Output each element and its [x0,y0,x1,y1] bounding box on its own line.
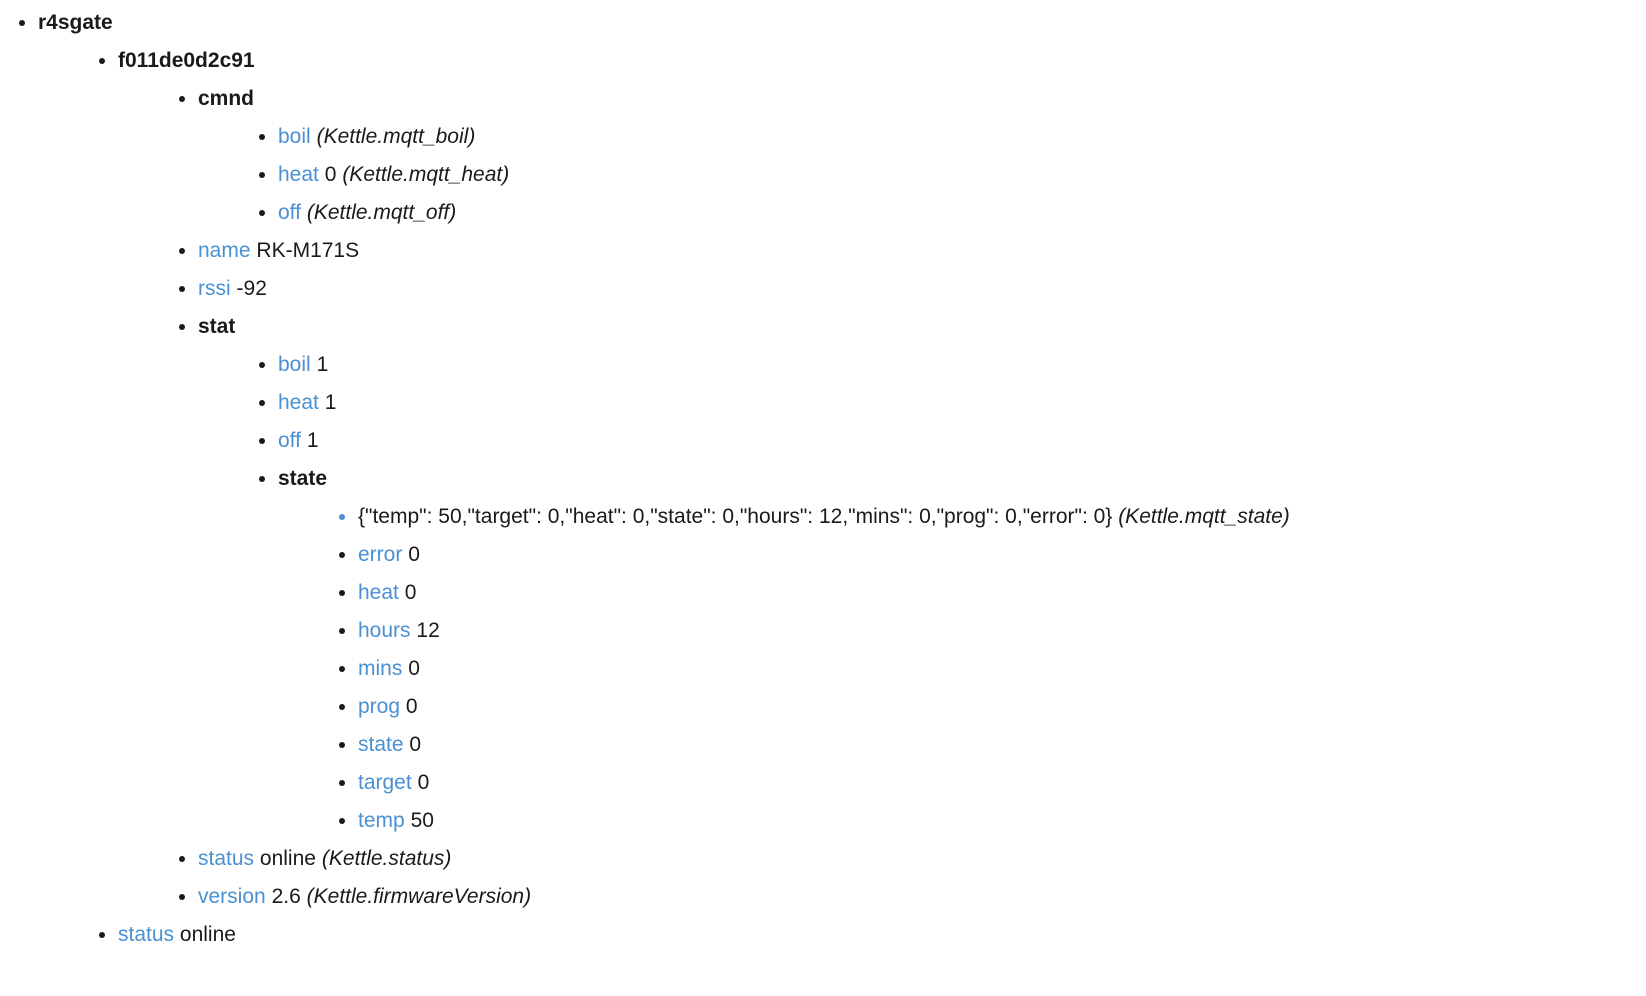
topic-binding-annotation: (Kettle.firmwareVersion) [306,885,532,908]
topic-value: 1 [324,391,337,414]
topic-link-error[interactable]: error [358,543,403,566]
topic-link-boil[interactable]: boil [278,353,311,376]
topic-link-status[interactable]: status [198,847,255,870]
topic-list: {"temp": 50,"target": 0,"heat": 0,"state… [278,498,1638,840]
topic-value: online [179,923,236,946]
topic-list: boil1heat1off1state{"temp": 50,"target":… [198,346,1638,840]
topic-binding-annotation: (Kettle.mqtt_state) [1118,505,1290,528]
topic-link-target[interactable]: target [358,771,412,794]
topic-value: 0 [408,657,420,680]
topic-link-boil[interactable]: boil [278,125,311,148]
topic-node-rssi: rssi-92 [198,270,1638,308]
topic-group-label: cmnd [198,87,255,110]
topic-value: 2.6 [271,885,301,908]
topic-link-status[interactable]: status [118,923,175,946]
topic-group-label: f011de0d2c91 [118,49,255,72]
topic-link-off[interactable]: off [278,201,301,224]
topic-link-mins[interactable]: mins [358,657,403,680]
topic-link-heat[interactable]: heat [278,391,319,414]
topic-link-temp[interactable]: temp [358,809,405,832]
topic-node-r4sgate: r4sgatef011de0d2c91cmndboil(Kettle.mqtt_… [38,4,1638,954]
topic-value: online [259,847,316,870]
topic-node-state-message: {"temp": 50,"target": 0,"heat": 0,"state… [358,498,1638,536]
topic-value: 0 [405,695,418,718]
topic-binding-annotation: (Kettle.status) [321,847,452,870]
topic-value: 0 [417,771,430,794]
topic-list: f011de0d2c91cmndboil(Kettle.mqtt_boil)he… [38,42,1638,954]
topic-node-off: off(Kettle.mqtt_off) [278,194,1638,232]
topic-binding-annotation: (Kettle.mqtt_boil) [316,125,476,148]
topic-value: 0 [409,733,422,756]
topic-node-f011de0d2c91: f011de0d2c91cmndboil(Kettle.mqtt_boil)he… [118,42,1638,916]
topic-link-version[interactable]: version [198,885,266,908]
topic-node-cmnd: cmndboil(Kettle.mqtt_boil)heat0(Kettle.m… [198,80,1638,232]
topic-value: 0 [404,581,417,604]
topic-link-prog[interactable]: prog [358,695,401,718]
topic-binding-annotation: (Kettle.mqtt_off) [306,201,457,224]
topic-group-label: state [278,467,328,490]
topic-binding-annotation: (Kettle.mqtt_heat) [342,163,510,186]
topic-value: 12 [416,619,440,642]
topic-group-label: stat [198,315,236,338]
topic-list: boil(Kettle.mqtt_boil)heat0(Kettle.mqtt_… [198,118,1638,232]
topic-link-name[interactable]: name [198,239,251,262]
topic-message-payload: {"temp": 50,"target": 0,"heat": 0,"state… [358,505,1113,528]
topic-value: 0 [324,163,337,186]
topic-list: r4sgatef011de0d2c91cmndboil(Kettle.mqtt_… [8,4,1638,954]
topic-value: 50 [410,809,434,832]
topic-node-state: state {"temp": 50,"target": 0,"heat": 0,"… [278,460,1638,840]
topic-node-boil: boil(Kettle.mqtt_boil) [278,118,1638,156]
mqtt-topic-tree: r4sgatef011de0d2c91cmndboil(Kettle.mqtt_… [8,4,1638,954]
topic-link-state[interactable]: state [358,733,404,756]
topic-link-heat[interactable]: heat [358,581,399,604]
topic-value: -92 [236,277,267,300]
topic-value: 0 [408,543,420,566]
topic-value: RK-M171S [256,239,360,262]
topic-node-stat: statboil1heat1off1state{"temp": 50,"targ… [198,308,1638,840]
topic-link-heat[interactable]: heat [278,163,319,186]
topic-link-hours[interactable]: hours [358,619,411,642]
topic-list: cmndboil(Kettle.mqtt_boil)heat0(Kettle.m… [118,80,1638,916]
topic-value: 1 [316,353,329,376]
topic-link-rssi[interactable]: rssi [198,277,231,300]
topic-link-off[interactable]: off [278,429,301,452]
topic-group-label: r4sgate [38,11,113,34]
topic-value: 1 [306,429,319,452]
